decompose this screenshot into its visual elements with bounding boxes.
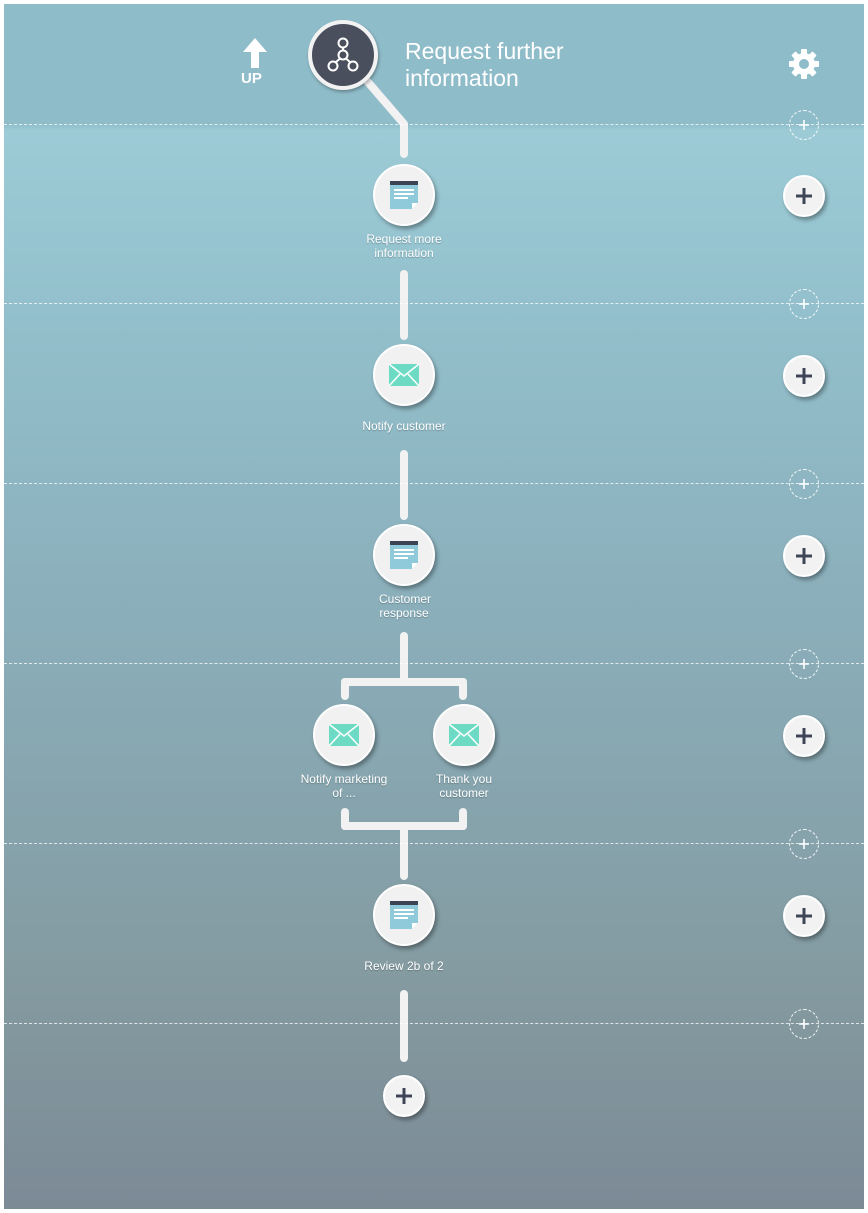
plus-icon [796,188,812,204]
step-label: Notify customer [362,419,446,433]
plus-icon [799,479,809,489]
row-separator [4,843,864,844]
up-arrow-icon [243,38,267,68]
step-label: Customer response [379,592,432,620]
connector-line [400,990,408,1062]
add-step-button[interactable] [783,535,825,577]
envelope-icon [448,723,480,747]
step-node[interactable] [433,704,495,766]
plus-icon [799,839,809,849]
insert-row-button[interactable] [789,1009,819,1039]
add-step-button[interactable] [783,355,825,397]
connector-line [363,77,424,128]
plus-icon [796,908,812,924]
step-label: Review 2b of 2 [364,959,444,973]
plus-icon [799,299,809,309]
flow-node-header[interactable] [308,20,378,90]
row-separator [4,663,864,664]
add-final-step-button[interactable] [383,1075,425,1117]
up-button[interactable]: UP [238,36,272,92]
gear-icon [789,49,819,79]
row-separator [4,483,864,484]
workflow-canvas: UP Request further information [4,4,864,1209]
add-step-button[interactable] [783,895,825,937]
step-label: Request more information [366,232,442,260]
add-step-button[interactable] [783,175,825,217]
step-node[interactable] [373,524,435,586]
plus-icon [396,1088,412,1104]
row-separator [4,303,864,304]
step-node[interactable] [373,884,435,946]
step-node[interactable] [373,164,435,226]
plus-icon [796,548,812,564]
up-label: UP [241,70,262,87]
connector-line [400,450,408,520]
form-icon [390,901,418,929]
step-label: Notify marketing of ... [300,772,388,800]
insert-row-button[interactable] [789,829,819,859]
connector-line [400,122,408,158]
connector-line [459,808,467,830]
insert-row-button[interactable] [789,289,819,319]
connector-line [341,678,467,686]
insert-row-button[interactable] [789,110,819,140]
flow-branch-icon [327,37,359,72]
envelope-icon [328,723,360,747]
plus-icon [799,659,809,669]
insert-row-button[interactable] [789,469,819,499]
form-icon [390,541,418,569]
insert-row-button[interactable] [789,649,819,679]
step-node[interactable] [373,344,435,406]
plus-icon [796,728,812,744]
connector-line [400,824,408,880]
plus-icon [799,1019,809,1029]
add-step-button[interactable] [783,715,825,757]
envelope-icon [388,363,420,387]
row-separator [4,124,864,125]
connector-line [341,678,349,700]
row-separator [4,1023,864,1024]
connector-line [459,678,467,700]
step-node[interactable] [313,704,375,766]
form-icon [390,181,418,209]
plus-icon [796,368,812,384]
step-label: Thank you customer [435,772,493,800]
connector-line [400,632,408,682]
connector-line [341,808,349,830]
page-title-line1: Request further [405,38,564,64]
settings-button[interactable] [786,46,822,82]
page-title-line2: information [405,65,519,91]
plus-icon [799,120,809,130]
page-title: Request further information [405,38,564,92]
connector-line [400,270,408,340]
